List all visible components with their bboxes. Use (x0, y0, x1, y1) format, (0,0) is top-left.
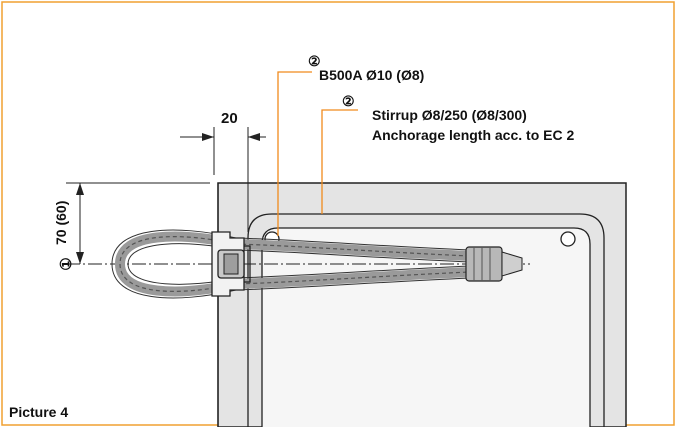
stirrup-outer (247, 213, 605, 427)
leader-stirrup (321, 109, 358, 214)
leader-b500a (277, 71, 312, 236)
marker-1: ① (58, 257, 75, 270)
dimension-20: 20 (221, 110, 238, 127)
recess-box (211, 231, 251, 297)
label-anchorage: Anchorage length acc. to EC 2 (372, 127, 574, 143)
marker-2-b500a: ② (308, 53, 321, 69)
wire-rope-loop (111, 229, 471, 299)
dimension-70-60: 70 (60) (53, 201, 69, 245)
marker-2-stirrup: ② (342, 93, 355, 109)
label-stirrup: Stirrup Ø8/250 (Ø8/300) (372, 107, 527, 123)
ferrule (465, 246, 503, 282)
rebar-right (560, 231, 576, 247)
label-b500a: B500A Ø10 (Ø8) (319, 67, 424, 83)
picture-caption: Picture 4 (9, 404, 69, 420)
